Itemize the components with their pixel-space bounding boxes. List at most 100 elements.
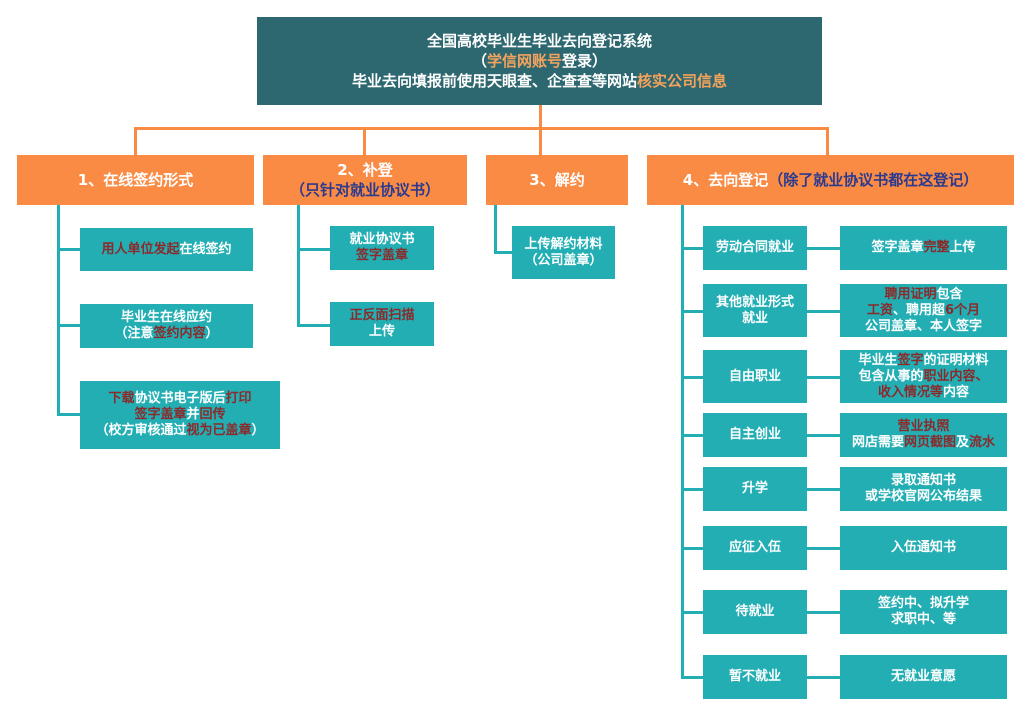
text-segment: 全国高校毕业生毕业去向登记系统 xyxy=(426,32,652,50)
connector-type-to-requirement xyxy=(807,376,840,379)
destination-type: 暂不就业 xyxy=(703,655,807,699)
text-segment: 2、补登 xyxy=(337,161,393,179)
text-segment: 无就业意愿 xyxy=(890,669,956,684)
highlighted-text: 流水 xyxy=(969,435,996,450)
text-line: 签约中、拟升学 xyxy=(878,596,969,612)
connector-cat1-item1 xyxy=(57,248,80,251)
category-online-sign: 1、在线签约形式 xyxy=(17,155,254,205)
text-line: 用人单位发起在线签约 xyxy=(101,242,231,258)
text-line: 包含从事的职业内容、 xyxy=(858,369,988,385)
connector-destination-branch xyxy=(681,310,703,313)
connector-destination-branch xyxy=(681,488,703,491)
text-segment: ） xyxy=(251,423,265,438)
text-line: 无就业意愿 xyxy=(891,669,956,685)
text-line: 签字盖章完整上传 xyxy=(871,240,975,256)
supplement-item-scan-upload: 正反面扫描上传 xyxy=(330,302,434,346)
text-segment: 包含 xyxy=(936,286,963,302)
text-line: （注意签约内容） xyxy=(114,326,218,342)
header-line-2: （学信网账号登录） xyxy=(472,51,607,71)
category-terminate: 3、解约 xyxy=(486,155,628,205)
highlighted-text: 签约内容 xyxy=(153,326,206,341)
connector-cat3-trunk xyxy=(494,204,497,254)
connector-cat4-trunk xyxy=(681,204,684,679)
destination-type: 自主创业 xyxy=(703,413,807,457)
connector-type-to-requirement xyxy=(807,611,840,614)
destination-type-label: 劳动合同就业 xyxy=(715,240,794,255)
destination-type-label: 应征入伍 xyxy=(728,540,781,555)
highlighted-text: 核实公司信息 xyxy=(637,72,728,90)
text-line: 就业协议书 xyxy=(349,232,414,248)
text-line: 毕业生签字的证明材料 xyxy=(858,353,988,369)
category-destination: 4、去向登记（除了就业协议书都在这登记） xyxy=(647,155,1014,205)
destination-type-label: 升学 xyxy=(741,481,768,496)
destination-type-label: 自由职业 xyxy=(728,368,781,384)
text-line: 签字盖章 xyxy=(356,248,408,264)
connector-cat1-item3 xyxy=(57,413,80,416)
highlighted-text: 用人单位发起 xyxy=(101,241,180,257)
text-segment: 1、在线签约形式 xyxy=(77,171,194,189)
system-header: 全国高校毕业生毕业去向登记系统 （学信网账号登录） 毕业去向填报前使用天眼查、企… xyxy=(257,17,822,105)
text-line: 求职中、等 xyxy=(891,612,956,628)
text-line: 录取通知书 xyxy=(891,473,956,489)
destination-type: 自由职业 xyxy=(703,350,807,403)
text-segment: 上传解约材料 xyxy=(524,236,603,252)
highlighted-text: 网页截图 xyxy=(903,435,956,450)
connector-to-cat1 xyxy=(134,127,137,155)
destination-type-label: 暂不就业 xyxy=(728,669,781,684)
highlighted-text: 签字 xyxy=(897,352,924,368)
connector-type-to-requirement xyxy=(807,310,840,313)
text-line: 上传 xyxy=(369,324,395,340)
connector-type-to-requirement xyxy=(807,547,840,550)
text-line: 4、去向登记（除了就业协议书都在这登记） xyxy=(683,170,978,190)
destination-type-label: 其他就业形式 xyxy=(715,294,794,310)
highlighted-text: 签字盖章 xyxy=(355,248,408,263)
text-line: 毕业生在线应约 xyxy=(121,310,212,326)
text-segment: （注意 xyxy=(114,326,154,341)
connector-type-to-requirement xyxy=(807,434,840,437)
highlighted-text: 打印 xyxy=(225,391,252,406)
highlighted-text: 聘用证明 xyxy=(884,286,937,302)
text-line: 聘用证明包含 xyxy=(884,287,962,303)
online-sign-item-graduate-respond: 毕业生在线应约（注意签约内容） xyxy=(80,304,253,348)
text-segment: 上传 xyxy=(949,240,976,255)
text-segment: 网店需要 xyxy=(851,435,904,450)
connector-destination-branch xyxy=(681,676,703,679)
connector-to-cat3 xyxy=(539,127,542,155)
text-segment: ） xyxy=(205,326,219,341)
text-segment: 公司盖章、本人签字 xyxy=(864,318,982,334)
text-segment: 签字盖章 xyxy=(871,240,924,255)
text-segment: 内容 xyxy=(943,384,970,400)
destination-requirement: 签字盖章完整上传 xyxy=(840,226,1007,270)
text-line: 或学校官网公布结果 xyxy=(865,489,982,505)
text-segment: 3、解约 xyxy=(529,171,585,189)
highlighted-text: 视为已盖章 xyxy=(186,423,252,438)
text-line: 3、解约 xyxy=(529,170,584,190)
destination-requirement: 聘用证明包含工资、聘用超6个月公司盖章、本人签字 xyxy=(840,284,1007,337)
highlighted-text: 职业内容、 xyxy=(923,368,989,384)
destination-requirement: 入伍通知书 xyxy=(840,526,1007,570)
connector-header-down xyxy=(539,105,542,128)
connector-cat1-trunk xyxy=(57,204,60,416)
text-segment: 并 xyxy=(186,407,200,422)
connector-to-cat4 xyxy=(826,127,829,155)
connector-to-cat2 xyxy=(363,127,366,155)
destination-requirement: 毕业生签字的证明材料包含从事的职业内容、收入情况等内容 xyxy=(840,350,1007,403)
text-line: 收入情况等内容 xyxy=(878,385,969,401)
text-line: 工资、聘用超6个月 xyxy=(867,303,980,319)
supplement-item-agreement-sign: 就业协议书签字盖章 xyxy=(330,226,434,270)
text-segment: （ xyxy=(471,52,487,70)
connector-destination-branch xyxy=(681,611,703,614)
text-line: 正反面扫描 xyxy=(349,308,414,324)
destination-requirement: 无就业意愿 xyxy=(840,655,1007,699)
text-segment: （公司盖章） xyxy=(524,252,603,268)
category-supplement: 2、补登 （只针对就业协议书） xyxy=(263,155,467,205)
highlighted-text: （只针对就业协议书） xyxy=(289,181,440,199)
connector-cat3-item1 xyxy=(494,251,512,254)
text-segment: 协议书电子版后 xyxy=(134,391,226,406)
highlighted-text: 学信网账号 xyxy=(486,52,562,70)
destination-type-label: 自主创业 xyxy=(728,427,781,442)
highlighted-text: 6个月 xyxy=(944,302,981,318)
text-segment: 就业协议书 xyxy=(349,232,415,247)
connector-cat2-item1 xyxy=(297,248,330,251)
destination-requirement: 签约中、拟升学求职中、等 xyxy=(840,590,1007,634)
